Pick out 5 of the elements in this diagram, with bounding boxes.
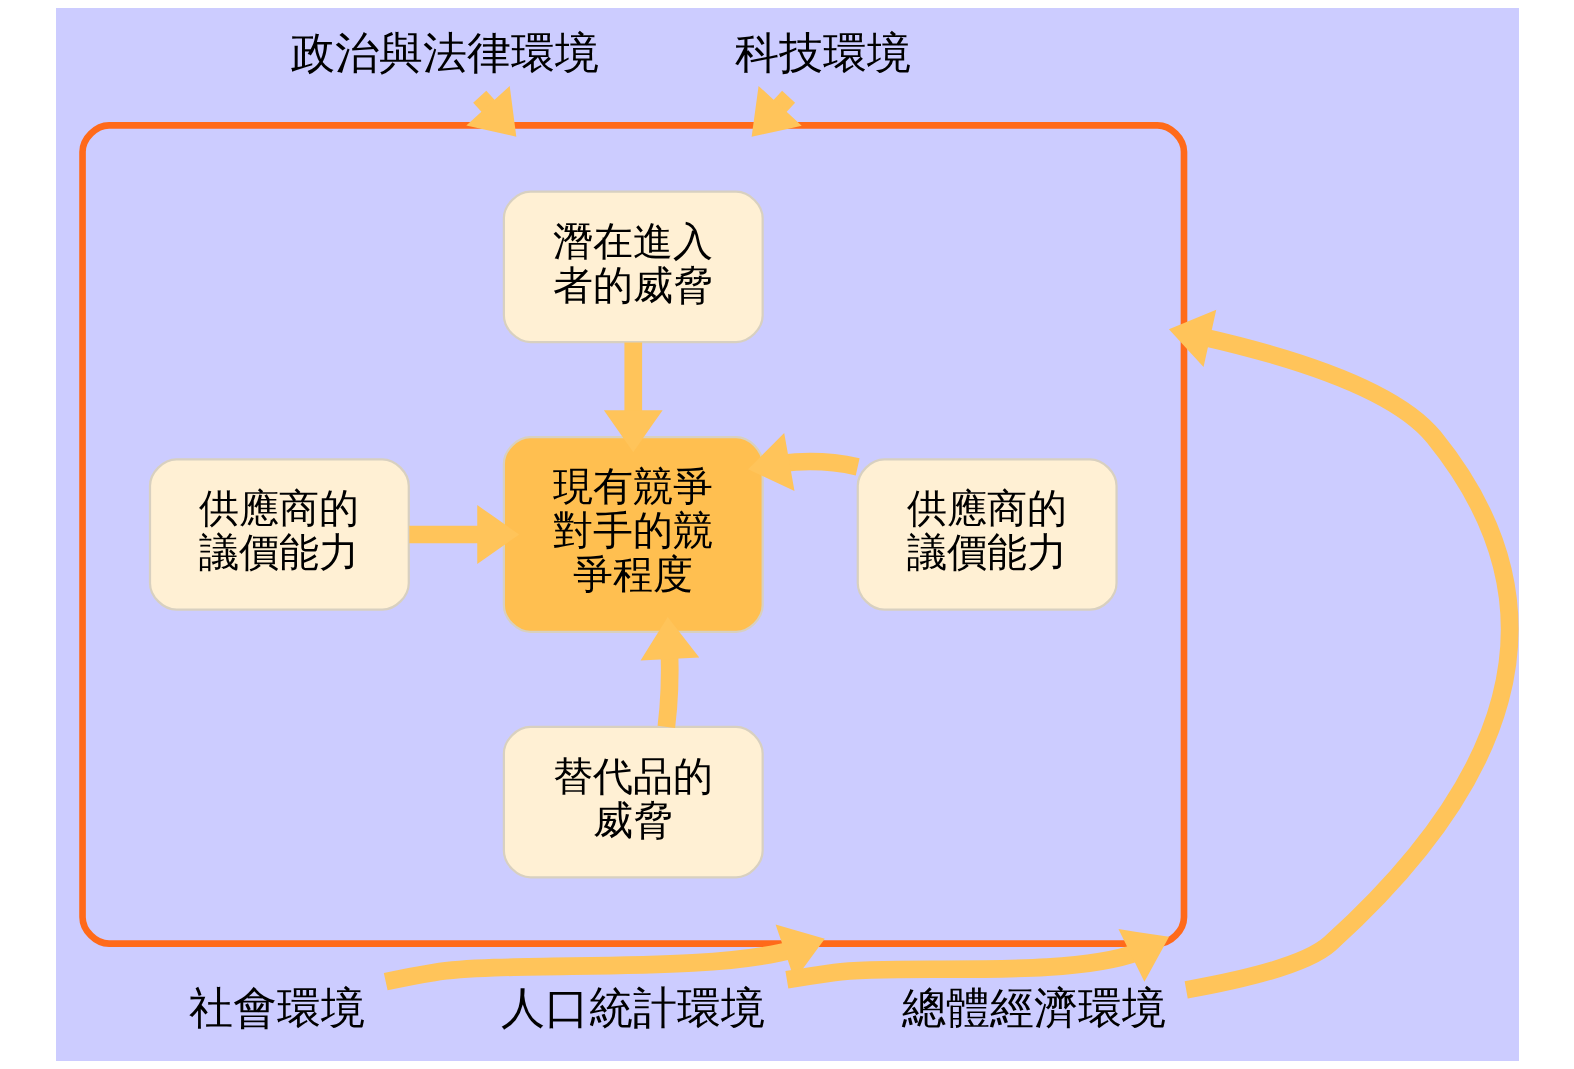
node-text: 總體經濟環境	[901, 984, 1166, 1034]
node-text: 科技環境	[734, 28, 911, 78]
node-text: 人口統計環境	[500, 984, 765, 1034]
node-text: 政治與法律環境	[290, 28, 599, 78]
node-text: 社會環境	[188, 984, 365, 1034]
